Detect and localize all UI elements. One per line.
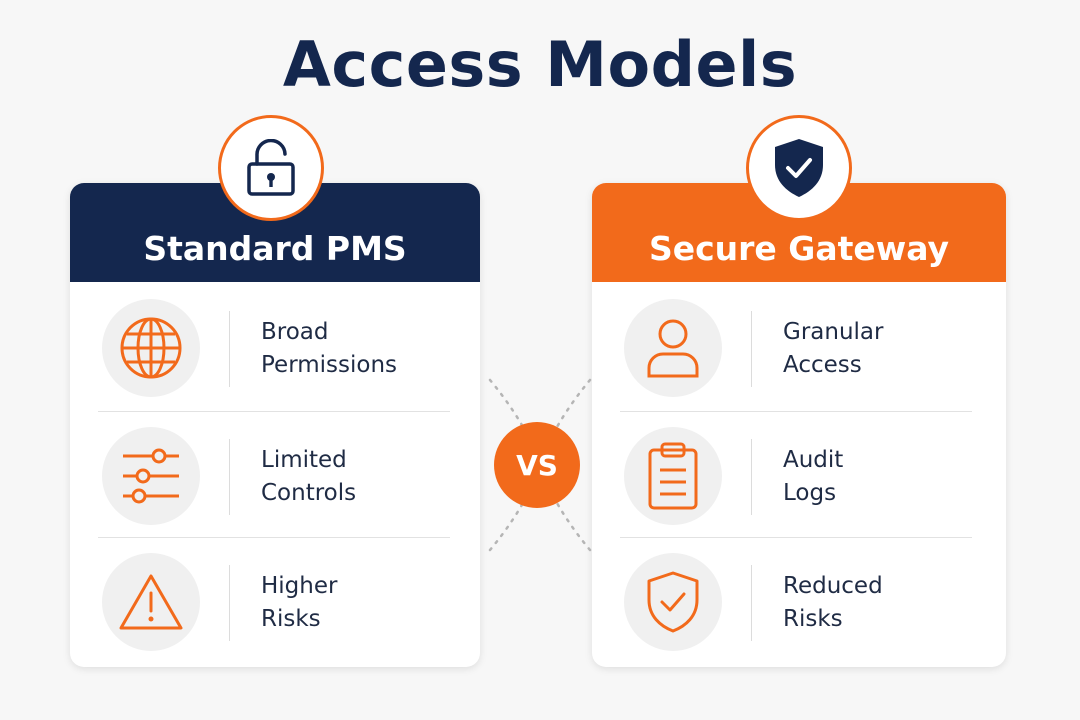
- divider: [98, 537, 450, 538]
- list-item: Broad Permissions: [98, 283, 450, 409]
- list-item: Limited Controls: [98, 411, 450, 537]
- row-separator: [751, 311, 752, 387]
- divider: [620, 411, 972, 412]
- divider: [620, 537, 972, 538]
- page-title: Access Models: [282, 28, 798, 101]
- divider: [98, 411, 450, 412]
- secure-gateway-header: Secure Gateway: [592, 183, 1006, 282]
- item-label: Higher Risks: [261, 573, 338, 632]
- item-label: Audit Logs: [783, 447, 844, 506]
- user-icon: [624, 299, 722, 397]
- shield-check-icon: [746, 115, 852, 221]
- shield-check-icon: [624, 553, 722, 651]
- list-item: Audit Logs: [620, 411, 972, 537]
- list-item: Granular Access: [620, 283, 972, 409]
- sliders-icon: [102, 427, 200, 525]
- item-label: Broad Permissions: [261, 319, 398, 378]
- warning-icon: [102, 553, 200, 651]
- clipboard-icon: [624, 427, 722, 525]
- secure-gateway-card: Secure Gateway Granular Access: [592, 183, 1006, 667]
- list-item: Higher Risks: [98, 537, 450, 663]
- row-separator: [751, 565, 752, 641]
- vs-badge: VS: [494, 422, 580, 508]
- row-separator: [229, 439, 230, 515]
- row-separator: [229, 311, 230, 387]
- item-label: Limited Controls: [261, 447, 357, 506]
- row-separator: [751, 439, 752, 515]
- secure-gateway-title: Secure Gateway: [648, 229, 950, 268]
- unlocked-padlock-icon: [218, 115, 324, 221]
- item-label: Granular Access: [783, 319, 884, 378]
- list-item: Reduced Risks: [620, 537, 972, 663]
- standard-pms-card: Standard PMS Broad Permissions: [70, 183, 480, 667]
- globe-icon: [102, 299, 200, 397]
- item-label: Reduced Risks: [783, 573, 883, 632]
- row-separator: [229, 565, 230, 641]
- standard-pms-title: Standard PMS: [143, 229, 407, 268]
